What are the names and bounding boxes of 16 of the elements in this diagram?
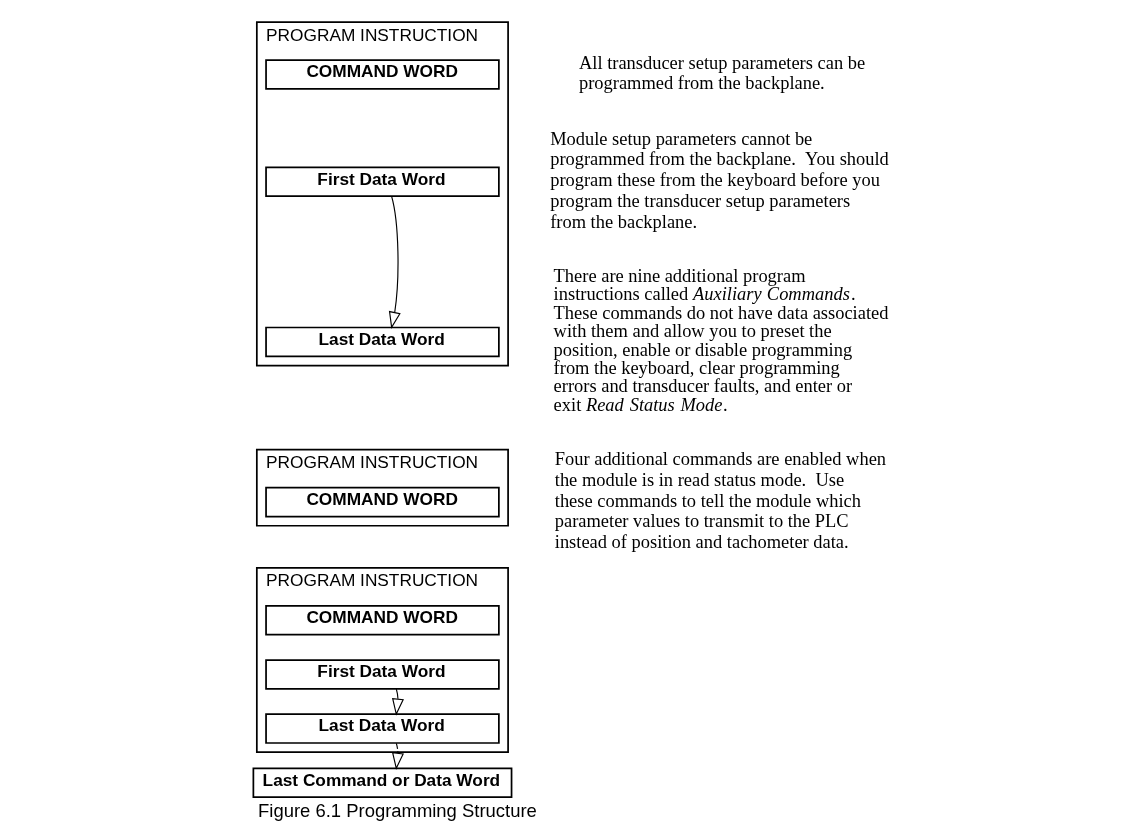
arrow: [391, 742, 404, 770]
node-box: Last Data Word: [265, 326, 500, 358]
arrow: [388, 195, 401, 330]
node-box: COMMAND WORD: [265, 59, 500, 90]
node-box: Last Command or Data Word: [252, 767, 513, 799]
node-box: First Data Word: [265, 659, 500, 690]
label: Module setup parameters cannot be programmed from the backplane. You should program these from the keyboard before you program the transducer setup parameters from the backplane.: [550, 128, 889, 232]
node-box: Last Data Word: [265, 713, 500, 744]
arrow: [391, 688, 404, 716]
label: All transducer setup parameters can be programmed from the backplane.: [578, 52, 866, 94]
label: There are nine additional program instructions called Auxiliary Commands. These commands do not have data associated with them and allow you to preset the position, enable or disable programming from the keyboard, clear programming errors and transducer faults, and enter or exit Read Status Mode.: [553, 265, 889, 415]
node-box: COMMAND WORD: [265, 486, 500, 518]
node-box: COMMAND WORD: [265, 605, 500, 636]
label: Four additional commands are enabled when the module is in read status mode. Use these commands to tell the module which parameter values to transmit to the PLC instead of position and tachometer data.: [554, 449, 887, 552]
node-box: First Data Word: [265, 166, 500, 197]
caption: Figure 6.1 Programming Structure: [258, 799, 537, 821]
